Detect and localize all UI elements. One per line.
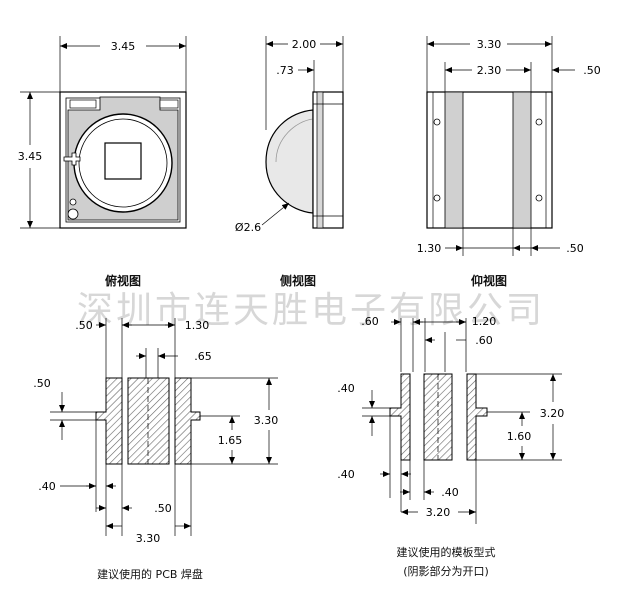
pcb-d330-width: 3.30 [136,532,161,545]
lens-diameter-label: Ø2.6 [235,221,261,234]
bottom-view-caption: 仰视图 [471,273,507,288]
polarity-mark [63,152,81,166]
stencil-d120: 1.20 [472,315,497,328]
pcb-pad-left [95,377,123,465]
pcb-d165: 1.65 [218,434,243,447]
pcb-d050-left: .50 [33,377,51,390]
side-view: 2.00 .73 Ø2.6 侧视图 [235,36,344,288]
pcb-d040: .40 [38,480,56,493]
stencil-d040-lower: .40 [337,468,355,481]
stencil-d040-left: .40 [337,382,355,395]
pcb-d050-top: .50 [75,319,93,332]
pcb-d065: .65 [194,350,212,363]
side-total-label: 2.00 [292,38,317,51]
stencil-d320-height: 3.20 [540,407,565,420]
bottom-edge-top-label: .50 [583,64,601,77]
top-view: 3.45 3.45 俯视图 [18,36,187,288]
stencil-note: (阴影部分为开口) [403,564,489,578]
pcb-caption: 建议使用的 PCB 焊盘 [97,567,203,581]
bottom-pad-right [512,91,532,229]
stencil-caption: 建议使用的模板型式 [397,545,496,559]
stencil-pad-right [466,373,488,461]
side-view-caption: 侧视图 [280,273,316,288]
pcb-d330-height: 3.30 [254,414,279,427]
bottom-pad-left [444,91,464,229]
stencil-d040-bottom: .40 [441,486,459,499]
pcb-pad-layout: .50 1.30 .65 .50 3.30 1.65 [33,318,278,581]
stencil-d060-a: .60 [361,315,379,328]
pcb-pad-right [174,377,201,465]
stencil-d160: 1.60 [507,430,532,443]
stencil-layout: .60 1.20 .60 .40 3.20 1.60 [337,315,564,578]
pcb-pad-center [127,377,170,465]
top-height-label: 3.45 [18,150,43,163]
lens-dome [265,109,314,214]
stencil-d060-b: .60 [475,334,493,347]
top-width-label: 3.45 [111,40,136,53]
bottom-inner-label: 2.30 [477,64,502,77]
stencil-pad-left [389,373,411,461]
top-view-caption: 俯视图 [105,273,141,288]
bottom-view: 3.30 2.30 .50 1.30 .50 仰视图 [417,36,601,288]
stencil-d320-width: 3.20 [426,506,451,519]
pcb-d050-bottom: .50 [154,502,172,515]
led-chip [104,142,142,180]
pcb-d130: 1.30 [185,319,210,332]
bottom-edge-bottom-label: .50 [566,242,584,255]
bottom-pad-label: 1.30 [417,242,442,255]
side-dome-label: .73 [276,64,294,77]
bottom-outer-label: 3.30 [477,38,502,51]
